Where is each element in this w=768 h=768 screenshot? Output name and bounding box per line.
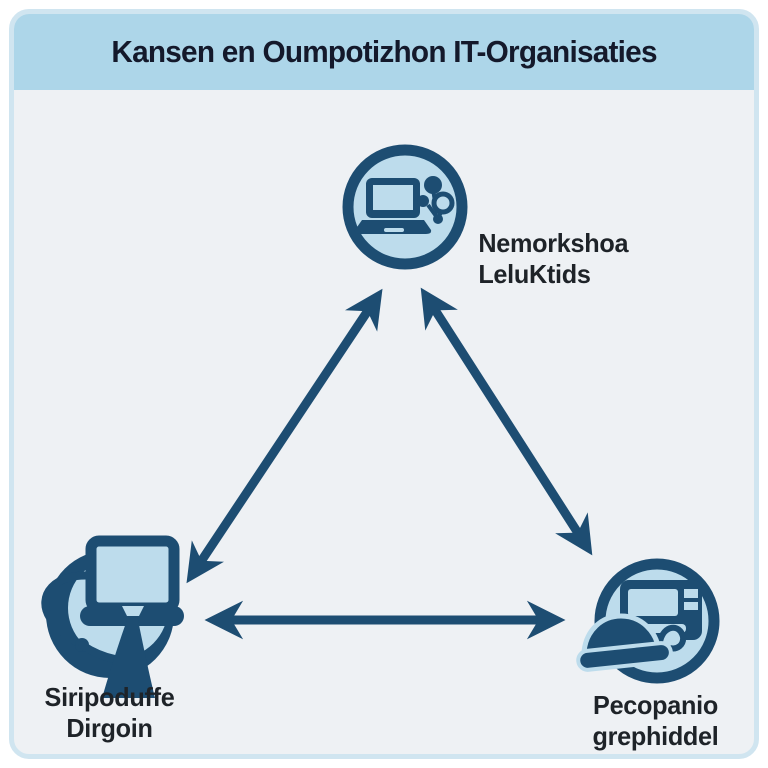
diagram-card: Kansen en Oumpotizhon IT-Organisaties — [9, 9, 759, 759]
diagram-title: Kansen en Oumpotizhon IT-Organisaties — [111, 34, 657, 69]
title-banner: Kansen en Oumpotizhon IT-Organisaties — [14, 14, 754, 90]
